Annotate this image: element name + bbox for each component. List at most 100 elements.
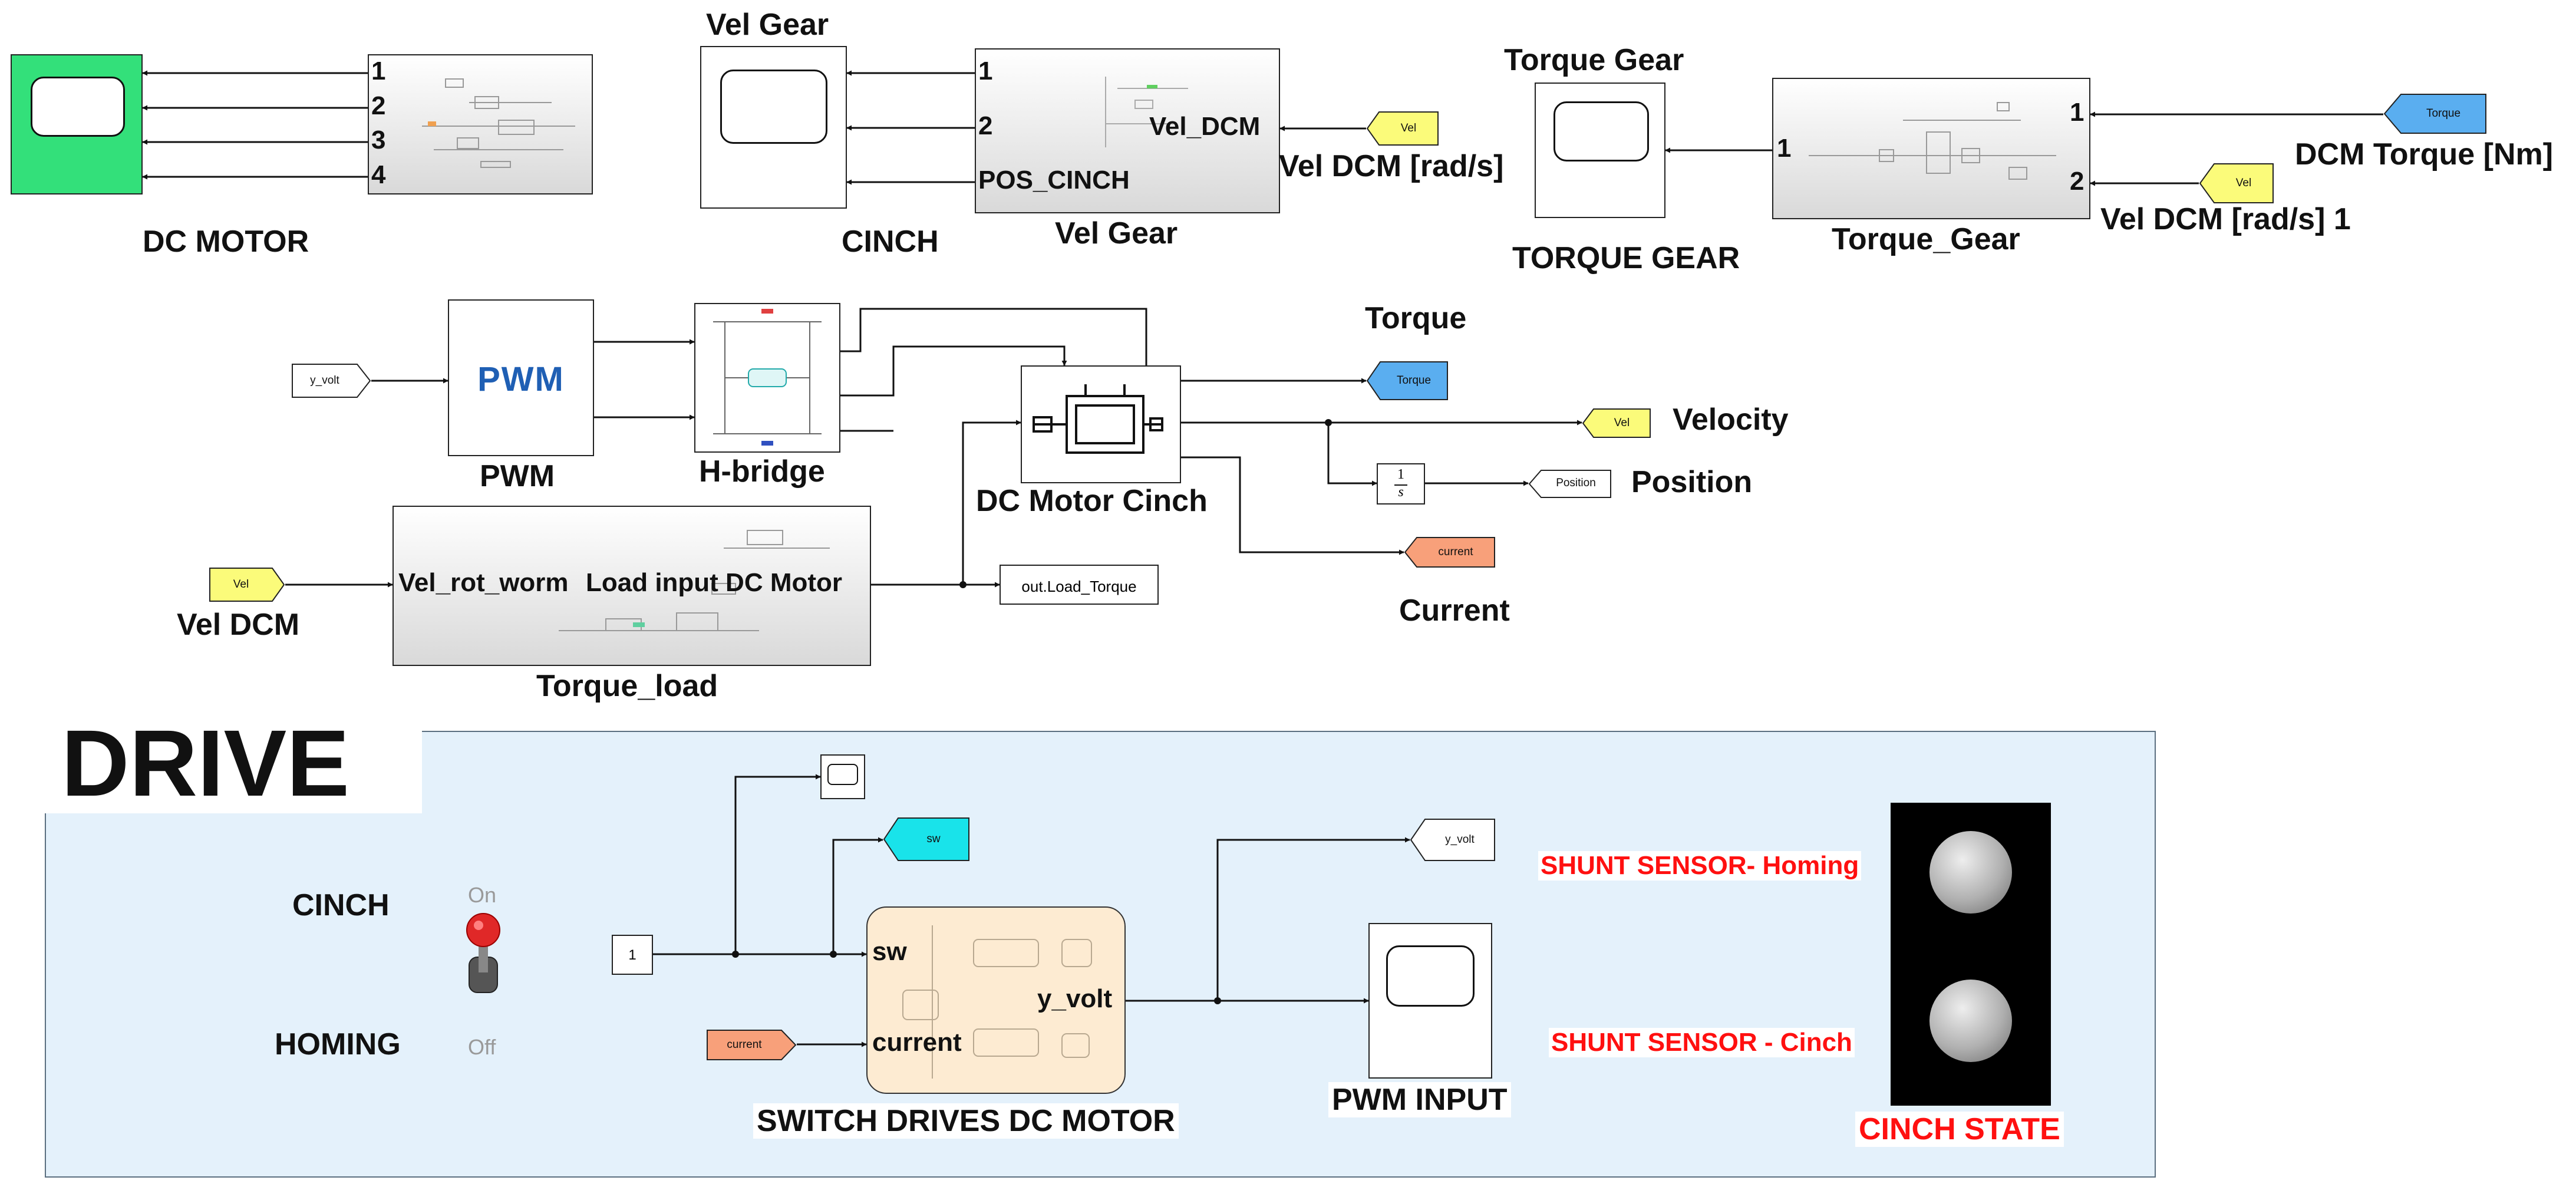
pwm-input-scope[interactable] (1368, 923, 1492, 1079)
torque-gear-out-port: 1 (1777, 134, 1792, 163)
y-volt-from-tag[interactable]: y_volt (291, 363, 371, 398)
torque-goto-tag[interactable]: Torque (1366, 361, 1449, 401)
current-goto-tag[interactable]: current (1404, 536, 1496, 568)
current-output-label: Current (1399, 594, 1510, 628)
chart-title: SWITCH DRIVES DC MOTOR (753, 1103, 1179, 1139)
tag-shape (707, 1030, 797, 1060)
tag-label: sw (926, 833, 941, 845)
torque-gear-scope-title: TORQUE GEAR (1512, 241, 1740, 275)
subsystem-preview-icon (422, 78, 575, 168)
scope-screen-icon (1386, 945, 1475, 1007)
dc-motor-subsystem[interactable] (368, 54, 593, 194)
torque-load-subsystem[interactable] (392, 506, 871, 666)
torque-gear-in-port-1: 1 (2070, 98, 2084, 127)
subsystem-preview-icon (1809, 102, 2056, 180)
vel-dcm-label: Vel DCM (177, 608, 300, 642)
switch-on-text: On (468, 883, 497, 907)
chart-port-y-volt: y_volt (1037, 984, 1113, 1013)
shunt-homing-label: SHUNT SENSOR- Homing (1538, 851, 1862, 881)
toggle-switch-icon (466, 913, 500, 993)
position-goto-tag[interactable]: Position (1528, 469, 1612, 499)
vel-dcm-1-label: Vel DCM [rad/s] 1 (2100, 202, 2351, 236)
motor-icon (1033, 384, 1163, 454)
tag-shape (2383, 94, 2486, 134)
constant-value: 1 (628, 947, 636, 963)
scope-screen-icon (31, 77, 125, 137)
dc-motor-title: DC MOTOR (143, 225, 309, 259)
h-bridge-block[interactable] (694, 303, 840, 453)
current-from-tag[interactable]: current (706, 1029, 797, 1061)
torque-load-output-port: Load input DC Motor (586, 568, 843, 597)
dc-motor-port-4: 4 (371, 160, 386, 189)
homing-lamp[interactable] (1929, 831, 2012, 914)
integrator-block[interactable]: 1 s (1377, 463, 1425, 505)
tag-label: current (1438, 546, 1473, 558)
tag-label: Torque (1396, 374, 1432, 387)
velocity-goto-tag[interactable]: Vel (1582, 408, 1651, 438)
tag-label: y_volt (1445, 833, 1475, 846)
tag-label: Torque (2426, 107, 2461, 120)
torque-gear-scope-label: Torque Gear (1504, 43, 1684, 77)
integrator-bar (1394, 484, 1407, 486)
chart-preview-icon (902, 925, 1092, 1079)
vel-gear-scope-label: Vel Gear (706, 8, 829, 42)
tag-label: current (727, 1038, 762, 1051)
h-bridge-title: H-bridge (699, 454, 825, 489)
torque-gear-scope[interactable] (1535, 83, 1665, 218)
torque-gear-subsystem[interactable] (1772, 78, 2090, 219)
tag-shape (209, 568, 285, 602)
switch-off-text: Off (468, 1035, 496, 1059)
torque-load-input-port: Vel_rot_worm (398, 568, 569, 597)
cinch-switch-label: CINCH (292, 888, 390, 922)
chart-port-current: current (872, 1028, 962, 1057)
torque-from-tag[interactable]: Torque (2383, 93, 2487, 134)
scope-screen-icon (720, 70, 827, 144)
dc-motor-cinch-block[interactable] (1021, 365, 1181, 483)
dc-motor-cinch-title: DC Motor Cinch (976, 484, 1208, 518)
switch-drives-chart[interactable] (866, 906, 1126, 1094)
pwm-block[interactable]: PWM (448, 299, 594, 456)
tag-shape (2199, 163, 2274, 203)
cinch-scope[interactable] (700, 46, 847, 209)
torque-gear-in-port-2: 2 (2070, 167, 2084, 196)
vel-gear-port-1: 1 (978, 57, 993, 85)
dc-motor-port-2: 2 (371, 91, 386, 120)
shunt-cinch-label: SHUNT SENSOR - Cinch (1549, 1028, 1855, 1057)
tag-label: Vel (233, 578, 249, 591)
vel-gear-port-2: 2 (978, 111, 993, 140)
tag-shape (1366, 111, 1439, 146)
integrator-numerator: 1 (1397, 467, 1404, 482)
h-bridge-icon (713, 309, 822, 446)
tag-shape (1582, 408, 1651, 438)
cinch-lamp[interactable] (1929, 980, 2012, 1062)
cinch-state-title: CINCH STATE (1855, 1112, 2064, 1147)
sw-goto-tag[interactable]: sw (883, 817, 970, 862)
switch-scope[interactable] (820, 754, 865, 799)
homing-switch-label: HOMING (275, 1027, 401, 1061)
vel-gear-port-pos-cinch: POS_CINCH (978, 166, 1130, 194)
integrator-denominator: s (1398, 484, 1404, 500)
dc-motor-scope[interactable] (11, 54, 143, 194)
vel-from-tag-1[interactable]: Vel (2199, 163, 2274, 204)
tag-label: y_volt (310, 374, 339, 387)
dcm-torque-label: DCM Torque [Nm] (2295, 137, 2554, 172)
constant-block[interactable]: 1 (612, 935, 653, 975)
vel-goto-tag[interactable]: Vel (1366, 111, 1439, 146)
tag-label: Vel (1614, 417, 1630, 429)
subsystem-preview-icon (1105, 77, 1188, 147)
subsystem-preview-icon (559, 530, 830, 631)
dc-motor-port-1: 1 (371, 57, 386, 85)
tag-shape (1410, 819, 1495, 861)
vel-dcm-from-tag[interactable]: Vel (209, 567, 285, 602)
torque-gear-title: Torque_Gear (1832, 222, 2020, 256)
vel-gear-subsystem[interactable] (975, 48, 1280, 213)
y-volt-goto-tag[interactable]: y_volt (1410, 818, 1496, 862)
toggle-switch[interactable] (455, 908, 512, 1002)
dc-motor-port-3: 3 (371, 126, 386, 154)
tag-shape (1404, 537, 1495, 568)
vel-gear-title: Vel Gear (1055, 216, 1178, 250)
tag-shape (1528, 470, 1611, 498)
to-workspace-block[interactable]: out.Load_Torque (1000, 565, 1159, 605)
